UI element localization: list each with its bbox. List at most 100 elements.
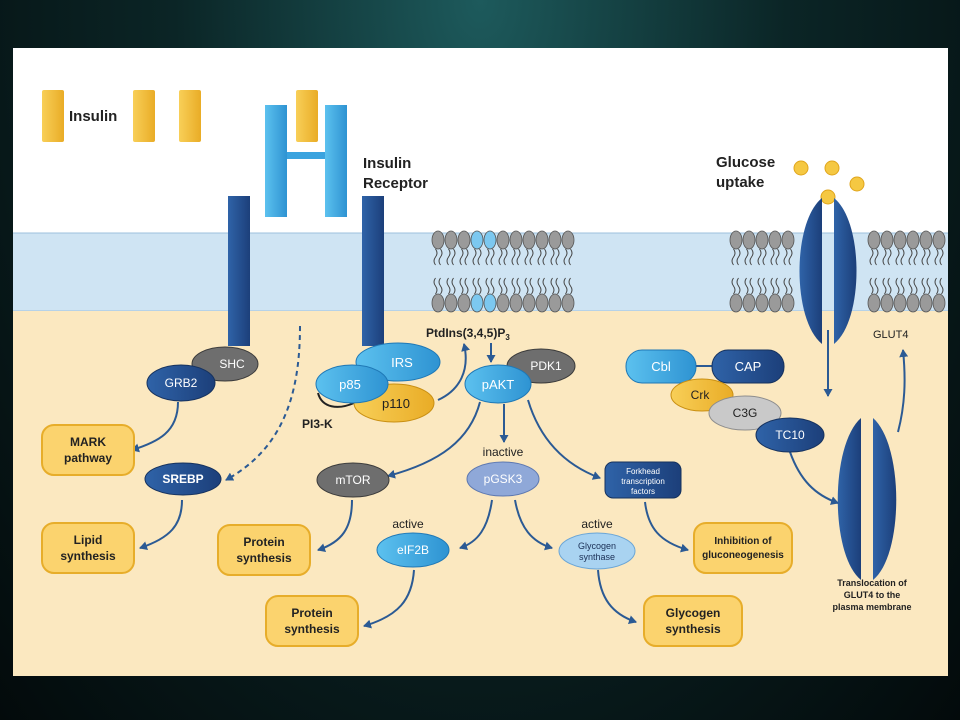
- phospholipid-tail: [438, 248, 443, 266]
- phospholipid-head: [509, 230, 523, 250]
- glycogen-synthesis-line2: synthesis: [665, 622, 721, 636]
- phospholipid-tail: [433, 248, 438, 266]
- grb2-node: GRB2: [146, 364, 216, 402]
- phospholipid-head: [755, 230, 769, 250]
- phospholipid-head: [729, 230, 743, 250]
- protein-synthesis-1-line1: Protein: [243, 535, 284, 549]
- arrow-pakt-to-forkhead: [527, 399, 601, 480]
- glucose-molecule: [824, 160, 840, 176]
- phospholipid-tail: [550, 277, 555, 295]
- phospholipid-head: [781, 230, 795, 250]
- arrow-pi3k-to-ptdins: [437, 343, 470, 401]
- phospholipid-tail: [537, 248, 542, 266]
- srebp-node: SREBP: [144, 462, 222, 496]
- insulin-molecule: [296, 90, 318, 142]
- phospholipid-tail: [783, 248, 788, 266]
- arrow-srebp-to-lipid: [139, 499, 183, 551]
- cap-node: CAP: [711, 349, 785, 384]
- phospholipid-tail: [869, 248, 874, 266]
- phospholipid-tail: [934, 248, 939, 266]
- arrow-pakt-to-mtor: [387, 401, 481, 479]
- phospholipid-tail: [464, 277, 469, 295]
- forkhead-label-line3: factors: [631, 487, 655, 496]
- phospholipid-tail: [477, 277, 482, 295]
- phospholipid-tail: [490, 248, 495, 266]
- phospholipid-tail: [568, 277, 573, 295]
- lipid-synthesis-line2: synthesis: [60, 549, 116, 563]
- phospholipid-tail: [757, 248, 762, 266]
- phospholipid-tail: [464, 248, 469, 266]
- phospholipid-tail: [921, 248, 926, 266]
- phospholipid-tail: [913, 277, 918, 295]
- protein-synthesis-box-2: Protein synthesis: [265, 595, 359, 647]
- phospholipid-head: [906, 293, 920, 313]
- phospholipid-head: [867, 230, 881, 250]
- forkhead-node: Forkhead transcription factors: [604, 461, 682, 499]
- pgsk3-label: pGSK3: [484, 472, 523, 486]
- translocation-caption-line2: GLUT4 to the: [844, 590, 901, 600]
- pi3k-label: PI3-K: [302, 417, 333, 431]
- phospholipid-tail: [939, 277, 944, 295]
- phospholipid-tail: [451, 248, 456, 266]
- phospholipid-bilayer-right-b: [867, 230, 946, 313]
- phospholipid-tail: [775, 248, 780, 266]
- glycogen-synthesis-box: Glycogen synthesis: [643, 595, 743, 647]
- phospholipid-head: [496, 293, 510, 313]
- receptor-beta-left: [228, 196, 250, 346]
- extracellular-region: [13, 48, 948, 233]
- arrow-mtor-to-protein: [317, 499, 353, 553]
- phospholipid-head: [496, 230, 510, 250]
- elf2b-label: eIF2B: [397, 543, 429, 557]
- pakt-node: pAKT: [464, 364, 532, 404]
- glycogen-synthase-label-line2: synthase: [579, 552, 615, 562]
- mark-pathway-box: MARK pathway: [41, 424, 135, 476]
- receptor-alpha-left: [265, 105, 287, 217]
- phospholipid-head: [535, 293, 549, 313]
- phospholipid-head: [444, 230, 458, 250]
- insulin-molecule: [179, 90, 201, 142]
- phospholipid-head: [444, 293, 458, 313]
- phospholipid-tail: [550, 248, 555, 266]
- protein-synthesis-2-line2: synthesis: [284, 622, 340, 636]
- phospholipid-tail: [451, 277, 456, 295]
- phospholipid-head: [768, 230, 782, 250]
- pgsk3-node: pGSK3: [466, 461, 540, 497]
- phospholipid-tail: [555, 277, 560, 295]
- active-label-gs: active: [581, 517, 613, 531]
- phospholipid-tail: [503, 277, 508, 295]
- phospholipid-bilayer-right-a: [729, 230, 795, 313]
- translocation-caption-line1: Translocation of: [837, 578, 908, 588]
- glucose-molecule: [820, 189, 836, 205]
- phospholipid-head: [893, 230, 907, 250]
- arrow-grb2-to-mark: [131, 401, 179, 453]
- phospholipid-tail: [433, 277, 438, 295]
- phospholipid-head: [522, 230, 536, 250]
- phospholipid-tail: [757, 277, 762, 295]
- pathway-arrows: [131, 325, 839, 629]
- translocation-caption-line3: plasma membrane: [832, 602, 911, 612]
- gluconeogenesis-line1: Inhibition of: [714, 536, 772, 547]
- mark-pathway-line2: pathway: [64, 451, 112, 465]
- glucose-uptake-label-line1: Glucose: [716, 154, 775, 171]
- shc-label: SHC: [219, 357, 245, 371]
- phospholipid-tail: [749, 277, 754, 295]
- gluconeogenesis-line2: gluconeogenesis: [702, 550, 784, 561]
- phospholipid-tail: [908, 277, 913, 295]
- phospholipid-tail: [874, 248, 879, 266]
- phospholipid-tail: [542, 248, 547, 266]
- active-label-elf2b: active: [392, 517, 424, 531]
- glut4-transporter-membrane: [799, 198, 857, 344]
- phospholipid-head: [768, 293, 782, 313]
- phospholipid-tail: [731, 248, 736, 266]
- phospholipid-tail: [503, 248, 508, 266]
- phospholipid-tail: [459, 277, 464, 295]
- phospholipid-tail: [744, 277, 749, 295]
- receptor-beta-right: [362, 196, 384, 346]
- phospholipid-tail: [762, 248, 767, 266]
- glucose-molecule: [793, 160, 809, 176]
- phospholipid-tail: [568, 248, 573, 266]
- phospholipid-tail: [485, 277, 490, 295]
- glucose-molecule: [849, 176, 865, 192]
- insulin-receptor: Insulin Receptor: [228, 105, 428, 346]
